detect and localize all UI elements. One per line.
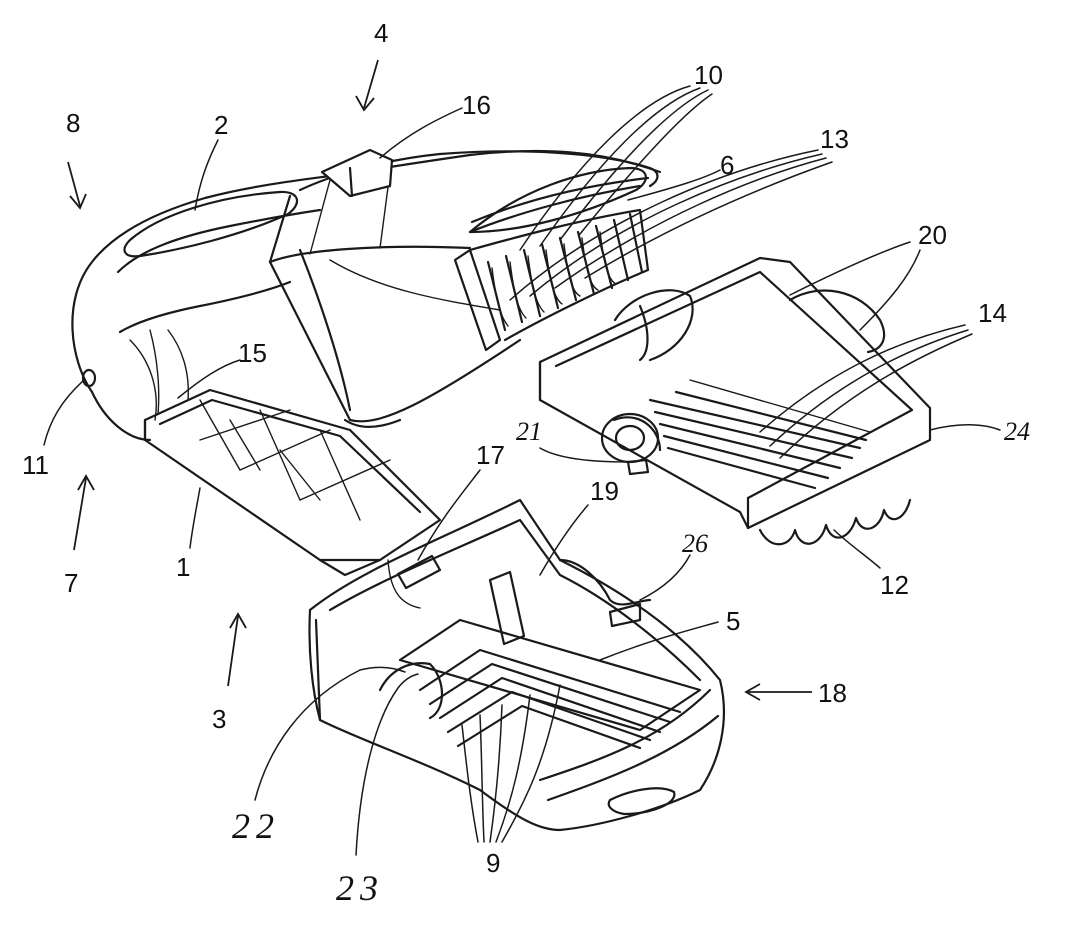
frame-arm [143, 388, 442, 577]
label-3: 3 [212, 704, 226, 734]
label-5: 5 [726, 606, 740, 636]
label-13: 13 [820, 124, 849, 154]
right-head [538, 256, 932, 546]
label-23: 23 [336, 868, 384, 908]
label-17: 17 [476, 440, 505, 470]
label-12: 12 [880, 570, 909, 600]
label-20: 20 [918, 220, 947, 250]
label-24: 24 [1004, 417, 1030, 446]
label-16: 16 [462, 90, 491, 120]
leader-lines [43, 85, 1001, 856]
upper-head [268, 148, 659, 428]
label-14: 14 [978, 298, 1007, 328]
reference-numerals: 4 8 2 16 10 13 6 20 14 15 21 24 11 17 19… [22, 18, 1030, 908]
direction-arrows [67, 59, 812, 701]
label-18: 18 [818, 678, 847, 708]
lower-head [308, 498, 726, 832]
label-1: 1 [176, 552, 190, 582]
label-2: 2 [214, 110, 228, 140]
label-9: 9 [486, 848, 500, 878]
label-15: 15 [238, 338, 267, 368]
label-10: 10 [694, 60, 723, 90]
label-26: 26 [682, 529, 708, 558]
label-8: 8 [66, 108, 80, 138]
label-22: 22 [232, 806, 280, 846]
label-4: 4 [374, 18, 388, 48]
label-21: 21 [516, 417, 542, 446]
label-11: 11 [22, 450, 49, 480]
label-7: 7 [64, 568, 78, 598]
label-19: 19 [590, 476, 619, 506]
label-6: 6 [720, 150, 734, 180]
handle-part [71, 149, 662, 442]
